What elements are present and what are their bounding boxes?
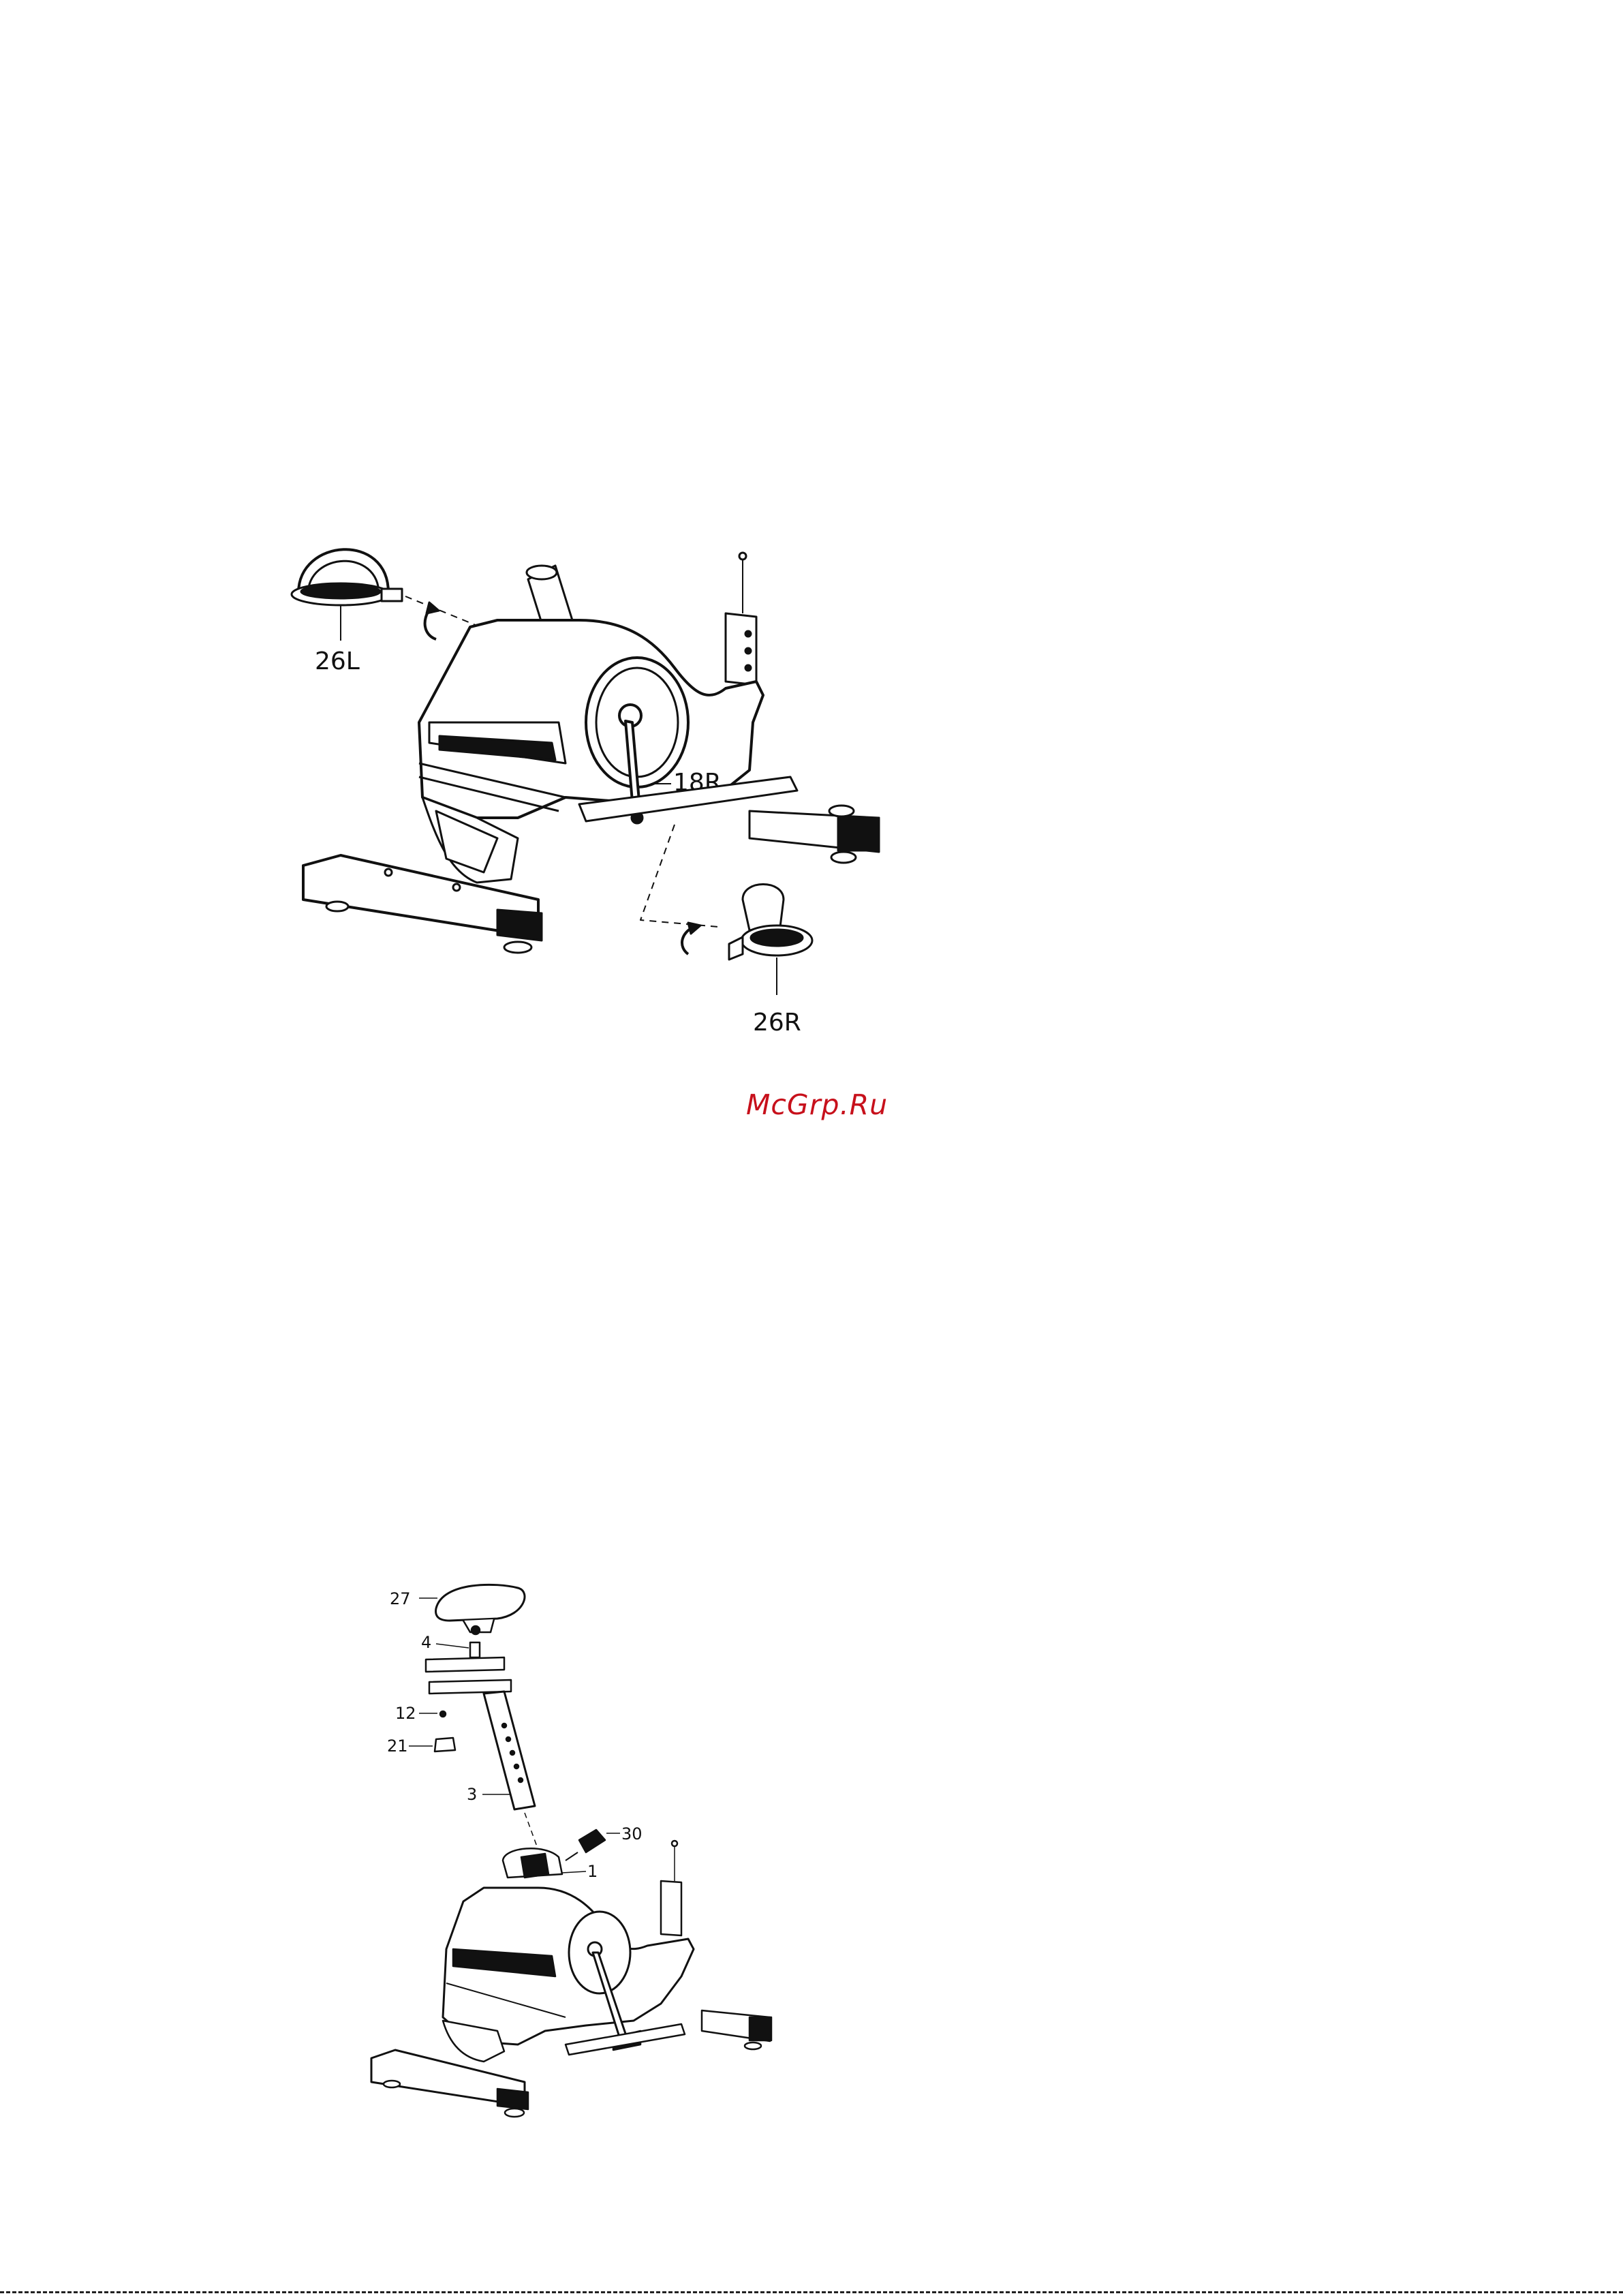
label-3: 3 [467, 1785, 477, 1804]
watermark-text: McGrp.Ru [746, 1088, 888, 1121]
page-bottom-rule [0, 2291, 1623, 2293]
adjust-knob-30 [566, 1830, 605, 1861]
label-21: 21 [387, 1736, 408, 1756]
label-4: 4 [421, 1633, 431, 1652]
seat-27 [436, 1585, 525, 1634]
label-27: 27 [390, 1589, 411, 1608]
seat-installation-diagram: 27 4 12 21 3 30 1 [361, 1567, 824, 2133]
seat-post-3 [484, 1692, 540, 1854]
pedal-installation-diagram: 26L 18R [273, 518, 899, 1063]
label-30: 30 [621, 1824, 643, 1843]
handlebar-mount [726, 553, 756, 685]
handlebar-mount-small [661, 1841, 681, 1935]
rotate-arrow-icon [425, 602, 439, 639]
label-1: 1 [587, 1862, 598, 1881]
right-pedal-26r [729, 885, 812, 996]
label-26l: 26L [315, 647, 360, 675]
left-pedal-26l [292, 549, 402, 641]
label-26r: 26R [753, 1009, 801, 1037]
rotate-arrow-icon-2 [682, 923, 700, 954]
label-12: 12 [395, 1704, 416, 1723]
